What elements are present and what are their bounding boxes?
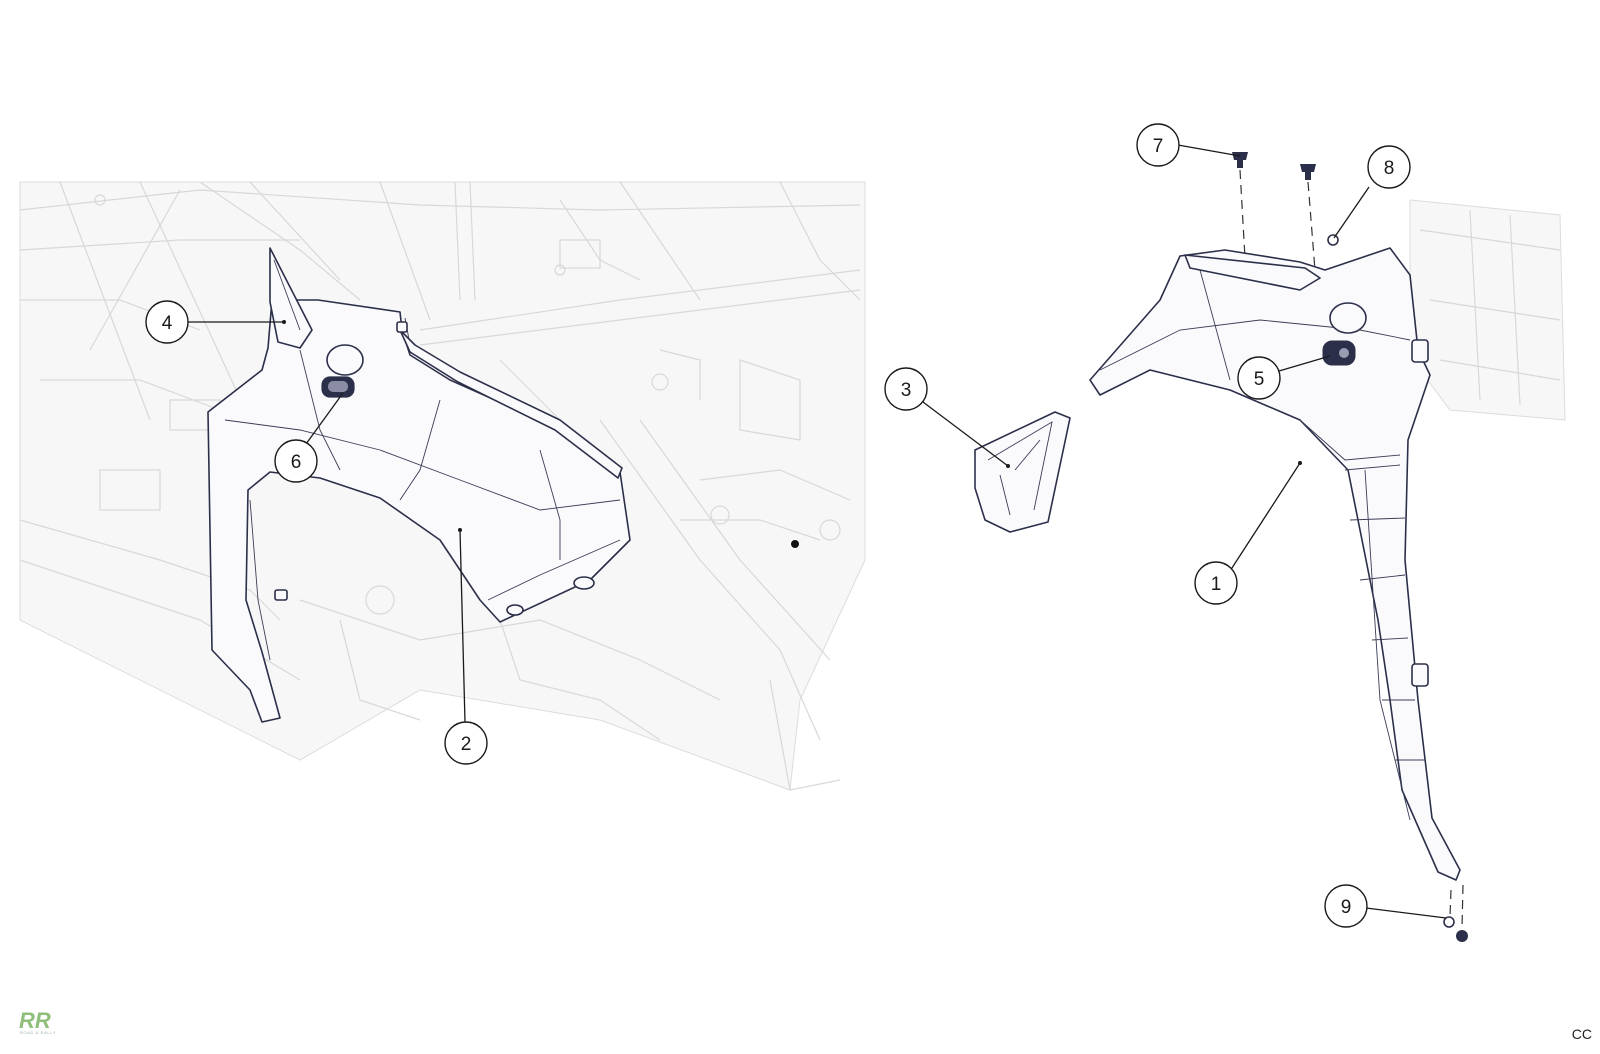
callout-8-label: 8 bbox=[1384, 158, 1395, 179]
clip-right bbox=[1322, 340, 1356, 366]
reference-dot bbox=[791, 540, 799, 548]
callout-3-label: 3 bbox=[901, 380, 912, 401]
plug-9b bbox=[1456, 930, 1468, 942]
callout-1: 1 bbox=[1194, 561, 1238, 605]
callout-2: 2 bbox=[444, 721, 488, 765]
logo-text: RR bbox=[19, 1010, 51, 1033]
assembly-line-9b bbox=[1461, 884, 1464, 929]
logo-subtext: ROAD & RALLY bbox=[20, 1030, 56, 1035]
callout-2-label: 2 bbox=[461, 734, 472, 755]
callout-7-label: 7 bbox=[1153, 136, 1164, 157]
pillar-bracket bbox=[269, 247, 313, 349]
screw-second bbox=[1300, 164, 1316, 180]
callout-4-label: 4 bbox=[162, 313, 173, 334]
callout-7: 7 bbox=[1136, 123, 1180, 167]
callout-6-label: 6 bbox=[291, 452, 302, 473]
clip-left bbox=[321, 376, 355, 398]
assembly-line-9 bbox=[1449, 889, 1452, 917]
corner-code: CC bbox=[1571, 1026, 1592, 1042]
callout-3: 3 bbox=[884, 367, 928, 411]
right-body-structure bbox=[1409, 199, 1566, 421]
fender-right bbox=[1089, 247, 1461, 881]
nut-9 bbox=[1443, 916, 1455, 928]
leader-lines bbox=[188, 144, 1447, 919]
assembly-line-second bbox=[1307, 181, 1316, 271]
nut-8 bbox=[1327, 234, 1339, 246]
callout-6: 6 bbox=[274, 439, 318, 483]
callout-4: 4 bbox=[145, 300, 189, 344]
brand-logo: RR ROAD & RALLY bbox=[19, 1010, 56, 1035]
callout-9: 9 bbox=[1324, 884, 1368, 928]
bracket-insert bbox=[974, 411, 1071, 533]
assembly-line-7 bbox=[1239, 169, 1246, 259]
fender-left bbox=[207, 299, 631, 723]
callout-5-label: 5 bbox=[1254, 369, 1265, 390]
callout-8: 8 bbox=[1367, 145, 1411, 189]
callout-5: 5 bbox=[1237, 356, 1281, 400]
callout-1-label: 1 bbox=[1211, 574, 1222, 595]
callout-9-label: 9 bbox=[1341, 897, 1352, 918]
